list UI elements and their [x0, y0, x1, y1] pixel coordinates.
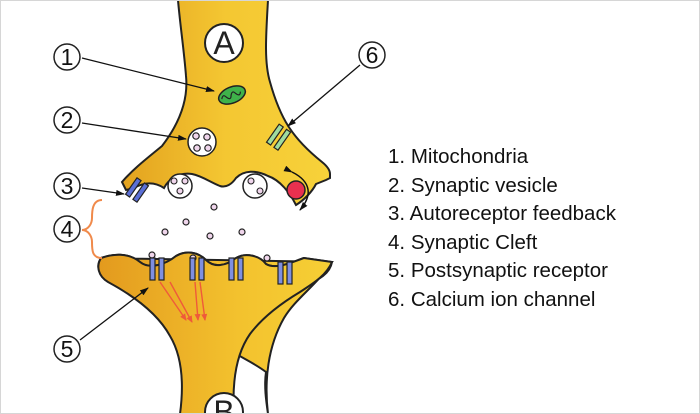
cleft-bracket: [81, 199, 103, 259]
postsynaptic-body: [97, 251, 334, 414]
callout-3-number: 3: [61, 173, 74, 199]
legend-item: 2. Synaptic vesicle: [388, 172, 616, 201]
legend-item-separator: .: [399, 287, 411, 311]
neuron-b-marker: B: [204, 392, 244, 414]
legend-item-number: 2: [388, 173, 400, 197]
legend-item-number: 5: [388, 259, 400, 283]
callout-2: 2: [53, 106, 187, 141]
callout-1-number: 1: [61, 44, 74, 70]
legend-item-separator: .: [399, 230, 411, 254]
neuron-a-marker: A: [204, 23, 244, 63]
calcium-flow-arrow: [283, 165, 309, 211]
callout-4: 4: [53, 215, 81, 243]
postsynaptic-receptors: [149, 257, 293, 285]
callout-6: 6: [287, 41, 386, 127]
legend-item: 4. Synaptic Cleft: [388, 229, 616, 258]
callout-3: 3: [53, 172, 125, 200]
legend-item-label: Mitochondria: [410, 145, 529, 168]
callout-1: 1: [53, 43, 215, 92]
callout-2-number: 2: [61, 107, 74, 133]
legend-item-label: Synaptic Cleft: [410, 230, 538, 254]
callout-5: 5: [53, 287, 149, 363]
neuron-a-label: A: [213, 25, 235, 61]
legend-item: 6. Calcium ion channel: [388, 286, 616, 315]
legend-item-number: 4: [388, 230, 400, 254]
legend-item-separator: .: [399, 145, 411, 168]
legend-item-label: Postsynaptic receptor: [410, 259, 608, 283]
callout-4-number: 4: [61, 216, 74, 242]
legend-item: 3. Autoreceptor feedback: [388, 200, 616, 229]
callout-6-number: 6: [366, 42, 379, 68]
legend-item-separator: .: [399, 173, 411, 197]
autoreceptor: [124, 176, 150, 204]
legend-item-separator: .: [399, 259, 411, 283]
legend-item: 5. Postsynaptic receptor: [388, 257, 616, 286]
neuron-b-label: B: [213, 394, 234, 414]
docked-vesicles: [167, 173, 268, 199]
calcium-ion-channel: [265, 123, 292, 152]
synaptic-vesicle-cluster: [187, 127, 217, 157]
mitochondrion: [217, 85, 247, 105]
legend-item-label: Calcium ion channel: [410, 287, 596, 311]
postsynaptic-signal-arrows: [159, 281, 208, 323]
legend-item-number: 3: [388, 202, 400, 226]
legend-item: 1. Mitochondria: [388, 143, 616, 172]
callout-5-number: 5: [61, 336, 74, 362]
legend-item-label: Autoreceptor feedback: [409, 202, 616, 226]
legend-item-number: 6: [388, 287, 400, 311]
calcium-ion: [286, 180, 306, 200]
legend-item-separator: .: [399, 202, 410, 226]
neurotransmitter-molecules: [148, 203, 271, 262]
legend-item-label: Synaptic vesicle: [410, 173, 558, 197]
legend-item-number: 1: [388, 145, 400, 168]
